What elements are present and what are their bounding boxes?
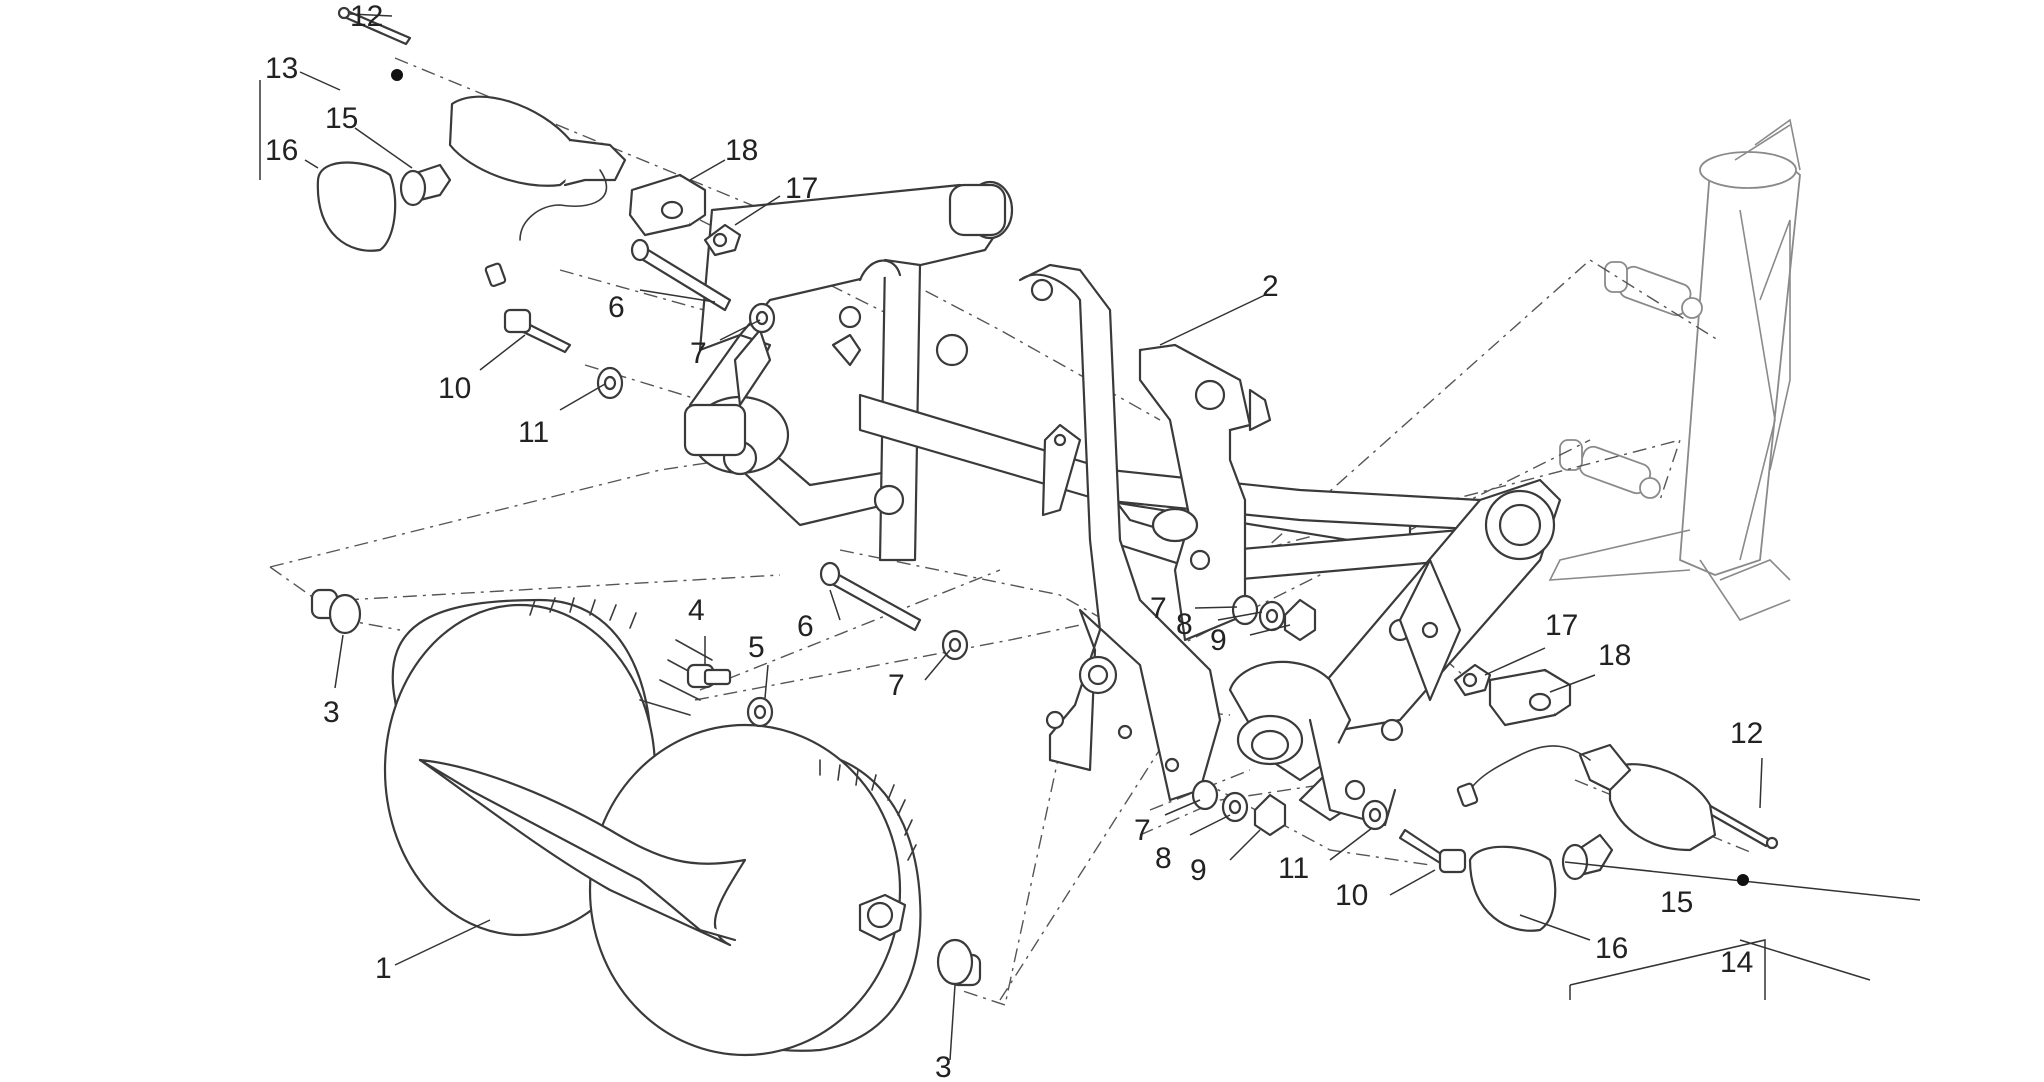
reference-dot (391, 69, 403, 81)
callout-18: 18 (1598, 639, 1631, 672)
callout-12: 12 (350, 0, 383, 33)
motorcycle-frame (1548, 118, 1801, 621)
reference-dot (1737, 874, 1749, 886)
callout-17: 17 (785, 172, 818, 205)
callout-11: 11 (1278, 852, 1309, 885)
callout-2: 2 (1262, 270, 1279, 303)
callout-15: 15 (1660, 886, 1693, 919)
callout-12: 12 (1730, 717, 1763, 750)
callout-9: 9 (1190, 854, 1207, 887)
leader-lines (299, 13, 1921, 1061)
headlight-assembly (383, 597, 922, 1057)
callout-18: 18 (725, 134, 758, 167)
group-brackets (259, 80, 1766, 1000)
callout-10: 10 (438, 372, 471, 405)
callout-13: 13 (265, 52, 298, 85)
callout-7: 7 (888, 669, 905, 702)
callout-4: 4 (688, 594, 705, 627)
callout-3: 3 (323, 696, 340, 729)
fasteners (310, 6, 1779, 987)
callout-1: 1 (375, 952, 392, 985)
callout-5: 5 (748, 631, 765, 664)
callout-10: 10 (1335, 879, 1368, 912)
turn-signal-lower (1456, 743, 1717, 932)
callouts: 12 13 15 16 18 17 6 7 10 11 2 3 4 5 6 7 … (265, 0, 1763, 1082)
callout-9: 9 (1210, 624, 1227, 657)
callout-8: 8 (1155, 842, 1172, 875)
callout-7: 7 (1150, 592, 1167, 625)
callout-3: 3 (935, 1051, 952, 1082)
headlight-bracket (683, 180, 1562, 827)
turn-signal-upper (316, 95, 627, 288)
callout-15: 15 (325, 102, 358, 135)
callout-7: 7 (1134, 814, 1151, 847)
callout-7: 7 (690, 337, 707, 370)
callout-14: 14 (1720, 946, 1753, 979)
callout-6: 6 (608, 291, 625, 324)
callout-16: 16 (1595, 932, 1628, 965)
callout-6: 6 (797, 610, 814, 643)
callout-11: 11 (518, 416, 549, 449)
callout-8: 8 (1176, 608, 1193, 641)
callout-16: 16 (265, 134, 298, 167)
callout-17: 17 (1545, 609, 1578, 642)
